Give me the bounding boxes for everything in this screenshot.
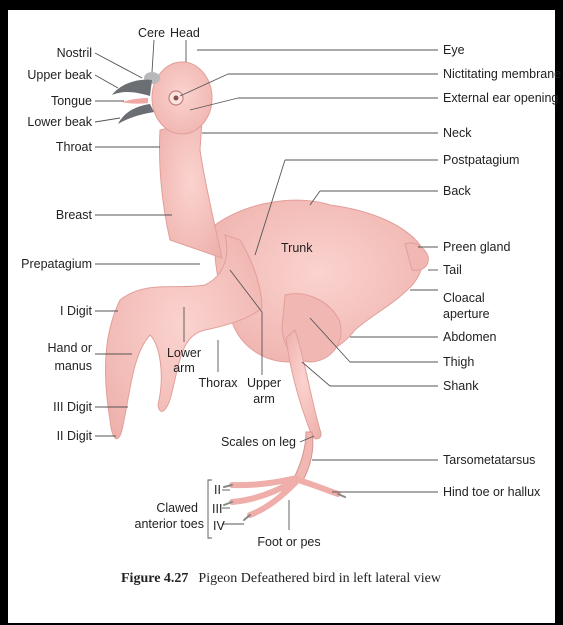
label-digit-1: I Digit (60, 304, 92, 318)
label-nostril: Nostril (57, 46, 92, 60)
label-neck: Neck (443, 126, 472, 140)
labels-right: Eye Nictitating membrane External ear op… (443, 43, 561, 499)
label-upper-beak: Upper beak (27, 68, 92, 82)
label-back: Back (443, 184, 472, 198)
label-hand-2: manus (54, 359, 92, 373)
label-eye: Eye (443, 43, 465, 57)
label-toe-ii: II (214, 483, 221, 497)
label-digit-2: II Digit (57, 429, 93, 443)
figure-caption: Figure 4.27 Pigeon Defeathered bird in l… (121, 569, 442, 586)
label-thigh: Thigh (443, 355, 474, 369)
label-tongue: Tongue (51, 94, 92, 108)
label-scales: Scales on leg (221, 435, 296, 449)
label-shank: Shank (443, 379, 479, 393)
label-trunk: Trunk (281, 241, 313, 255)
label-thorax: Thorax (199, 376, 239, 390)
label-hand-1: Hand or (48, 341, 92, 355)
caption-text: Pigeon Defeathered bird in left lateral … (198, 571, 441, 586)
tongue-shape (122, 98, 148, 104)
toes-shape (232, 478, 338, 515)
label-tarsometatarsus: Tarsometatarsus (443, 453, 535, 467)
label-preen: Preen gland (443, 240, 510, 254)
label-cere: Cere (138, 26, 165, 40)
lower-beak-shape (118, 104, 154, 124)
label-breast: Breast (56, 208, 93, 222)
label-ear: External ear opening (443, 91, 558, 105)
label-digit-3: III Digit (53, 400, 92, 414)
label-tail: Tail (443, 263, 462, 277)
label-cloacal-1: Cloacal (443, 291, 485, 305)
caption-number: Figure 4.27 (121, 571, 188, 586)
label-prepatagium: Prepatagium (21, 257, 92, 271)
label-clawed-1: Clawed (156, 501, 198, 515)
label-upper-arm-1: Upper (247, 376, 281, 390)
label-clawed-2: anterior toes (135, 517, 204, 531)
label-postpatagium: Postpatagium (443, 153, 519, 167)
label-nictitating: Nictitating membrane (443, 67, 561, 81)
neck-shape (159, 120, 222, 258)
label-foot: Foot or pes (257, 535, 320, 549)
label-abdomen: Abdomen (443, 330, 497, 344)
label-hind-toe: Hind toe or hallux (443, 485, 541, 499)
label-upper-arm-2: arm (253, 392, 275, 406)
label-throat: Throat (56, 140, 93, 154)
label-head: Head (170, 26, 200, 40)
label-lower-arm-1: Lower (167, 346, 201, 360)
label-lower-beak: Lower beak (27, 115, 92, 129)
label-toe-iii: III (212, 502, 222, 516)
label-cloacal-2: aperture (443, 307, 490, 321)
bird-illustration (105, 62, 428, 520)
label-toe-iv: IV (213, 519, 225, 533)
label-lower-arm-2: arm (173, 361, 195, 375)
